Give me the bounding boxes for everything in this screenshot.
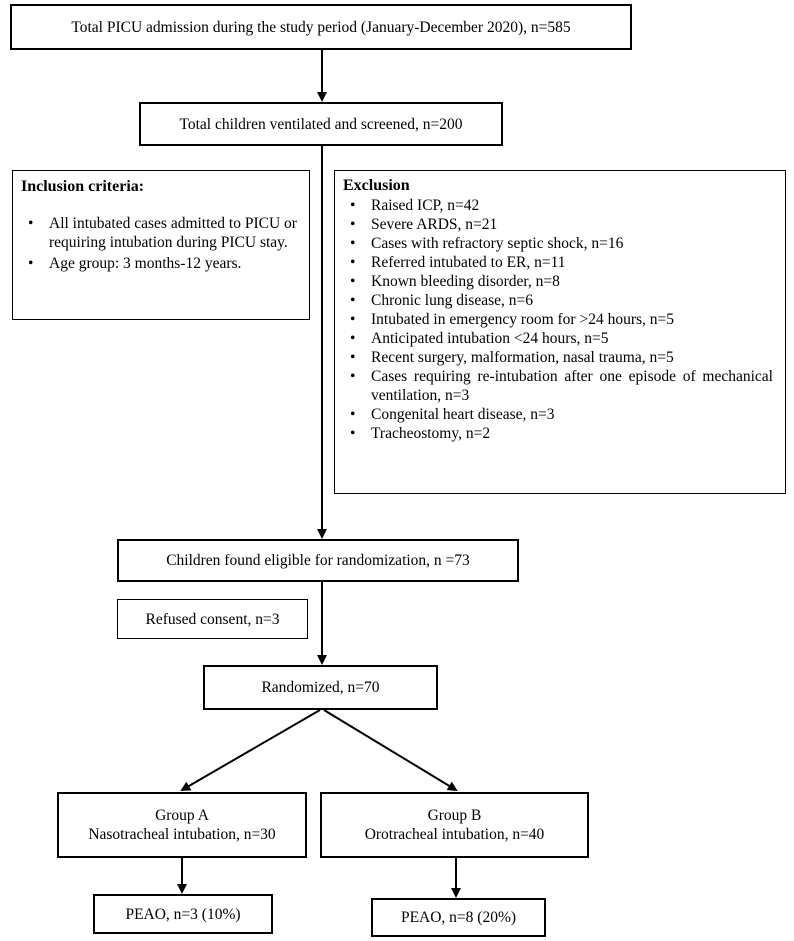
group-b-title: Group B bbox=[427, 807, 482, 824]
exclusion-box: Exclusion Raised ICP, n=42 Severe ARDS, … bbox=[334, 170, 786, 494]
refused-consent-box: Refused consent, n=3 bbox=[117, 599, 308, 639]
inclusion-item: Age group: 3 months-12 years. bbox=[21, 254, 299, 273]
peao-a-text: PEAO, n=3 (10%) bbox=[125, 905, 241, 923]
inclusion-criteria-list: All intubated cases admitted to PICU or … bbox=[21, 214, 299, 273]
exclusion-item: Cases with refractory septic shock, n=16 bbox=[343, 234, 773, 253]
inclusion-item: All intubated cases admitted to PICU or … bbox=[21, 214, 299, 252]
peao-b-box: PEAO, n=8 (20%) bbox=[371, 898, 546, 937]
inclusion-criteria-box: Inclusion criteria: All intubated cases … bbox=[12, 170, 310, 320]
total-admission-box: Total PICU admission during the study pe… bbox=[10, 4, 632, 50]
exclusion-title: Exclusion bbox=[343, 177, 410, 194]
exclusion-item: Intubated in emergency room for >24 hour… bbox=[343, 310, 773, 329]
group-b-description: Orotracheal intubation, n=40 bbox=[364, 826, 545, 843]
total-admission-text: Total PICU admission during the study pe… bbox=[71, 18, 571, 36]
peao-b-text: PEAO, n=8 (20%) bbox=[400, 909, 517, 926]
ventilated-box: Total children ventilated and screened, … bbox=[139, 102, 503, 146]
exclusion-item: Severe ARDS, n=21 bbox=[343, 215, 773, 234]
exclusion-list: Raised ICP, n=42 Severe ARDS, n=21 Cases… bbox=[343, 196, 773, 443]
inclusion-criteria-title: Inclusion criteria: bbox=[21, 178, 145, 195]
exclusion-item: Raised ICP, n=42 bbox=[343, 196, 773, 215]
group-a-description: Nasotracheal intubation, n=30 bbox=[88, 826, 276, 843]
exclusion-item: Anticipated intubation <24 hours, n=5 bbox=[343, 329, 773, 348]
refused-consent-text: Refused consent, n=3 bbox=[145, 610, 280, 628]
exclusion-item: Tracheostomy, n=2 bbox=[343, 424, 773, 443]
arrow-randomized-to-group-a bbox=[180, 709, 321, 792]
eligible-text: Children found eligible for randomizatio… bbox=[166, 552, 470, 569]
arrow-randomized-to-group-b bbox=[323, 709, 458, 792]
ventilated-text: Total children ventilated and screened, … bbox=[179, 115, 463, 133]
eligible-box: Children found eligible for randomizatio… bbox=[117, 539, 519, 582]
group-a-box: Group A Nasotracheal intubation, n=30 bbox=[57, 792, 307, 858]
exclusion-item: Chronic lung disease, n=6 bbox=[343, 291, 773, 310]
peao-a-box: PEAO, n=3 (10%) bbox=[93, 894, 273, 934]
group-a-title: Group A bbox=[155, 807, 209, 824]
exclusion-item: Referred intubated to ER, n=11 bbox=[343, 253, 773, 272]
exclusion-item: Recent surgery, malformation, nasal trau… bbox=[343, 348, 773, 367]
group-b-box: Group B Orotracheal intubation, n=40 bbox=[320, 792, 589, 858]
randomized-box: Randomized, n=70 bbox=[203, 665, 438, 710]
randomized-text: Randomized, n=70 bbox=[261, 679, 380, 696]
exclusion-item: Cases requiring re-intubation after one … bbox=[343, 367, 773, 405]
exclusion-item: Congenital heart disease, n=3 bbox=[343, 405, 773, 424]
exclusion-item: Known bleeding disorder, n=8 bbox=[343, 272, 773, 291]
